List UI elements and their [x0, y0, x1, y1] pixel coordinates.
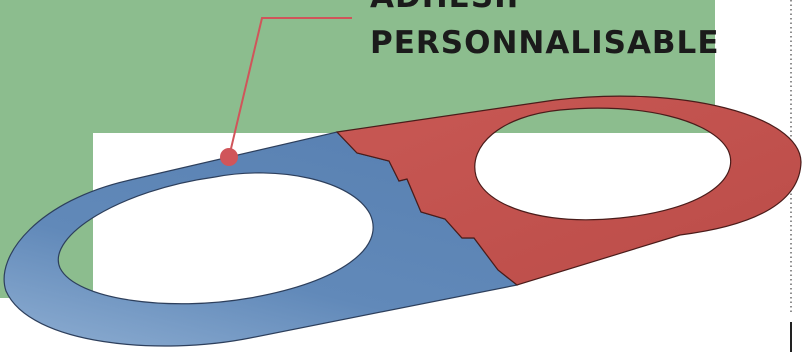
green-panel-top	[0, 0, 715, 133]
callout-label-line1: ADHÉSIF	[370, 0, 529, 13]
callout-label-line2: PERSONNALISABLE	[370, 25, 720, 61]
callout-dot	[220, 148, 238, 166]
callout-leader-line	[228, 17, 352, 158]
sticker-red-part	[335, 95, 802, 286]
